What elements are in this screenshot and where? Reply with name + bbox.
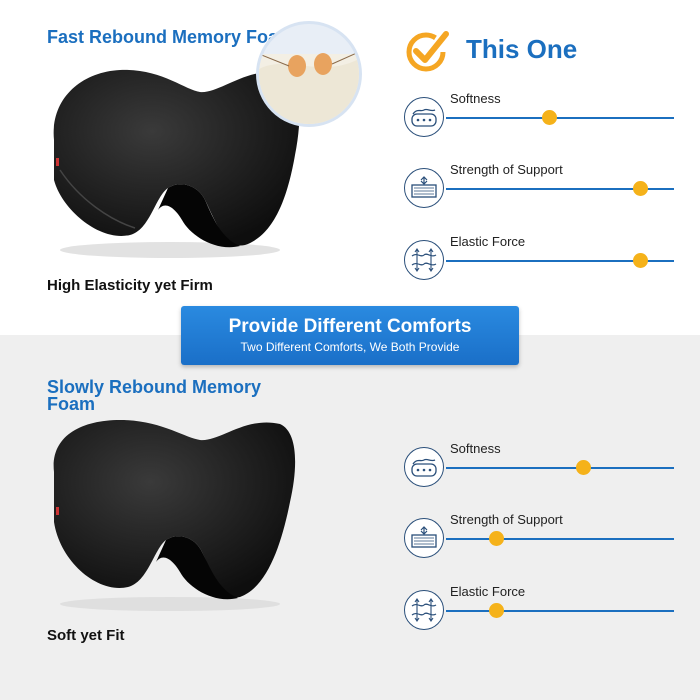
rating-label: Strength of Support (450, 512, 563, 527)
fast-foam-caption: High Elasticity yet Firm (47, 277, 213, 294)
slow-foam-title: Slowly Rebound Memory Foam (47, 377, 262, 414)
rating-label: Strength of Support (450, 162, 563, 177)
rating-row-softness: Softness (404, 441, 674, 491)
rating-label: Softness (450, 441, 501, 456)
rating-label: Elastic Force (450, 234, 526, 249)
rating-level-dot (632, 181, 648, 196)
rating-level-dot (575, 460, 591, 475)
egg-demo-image (256, 21, 362, 127)
rating-level-dot (489, 531, 505, 546)
rating-level-dot (541, 110, 557, 125)
slow-foam-cushion-image (53, 420, 296, 611)
rating-level-dot (489, 603, 505, 618)
foam-softness-icon (404, 97, 444, 137)
rating-row-elastic-force: Elastic Force (404, 584, 674, 634)
elastic-force-icon (404, 240, 444, 280)
rating-level-dot (632, 253, 648, 268)
support-strength-icon (404, 518, 444, 558)
comforts-banner: Provide Different Comforts Two Different… (181, 306, 519, 365)
rating-label: Elastic Force (450, 584, 526, 599)
rating-track (446, 188, 674, 190)
rating-track (446, 538, 674, 540)
rating-row-strength-of-support: Strength of Support (404, 162, 674, 212)
rating-row-elastic-force: Elastic Force (404, 234, 674, 284)
checkmark-badge-icon (406, 31, 449, 72)
rating-row-softness: Softness (404, 91, 674, 141)
slow-foam-caption: Soft yet Fit (47, 627, 125, 644)
this-one-heading: This One (466, 34, 578, 64)
elastic-force-icon (404, 590, 444, 630)
rating-track (446, 610, 674, 612)
foam-softness-icon (404, 447, 444, 487)
fast-foam-title: Fast Rebound Memory Foam (47, 27, 295, 47)
rating-track (446, 260, 674, 262)
banner-subtitle: Two Different Comforts, We Both Provide (240, 340, 460, 354)
rating-track (446, 467, 674, 469)
fast-foam-cushion-image (53, 69, 300, 258)
rating-row-strength-of-support: Strength of Support (404, 512, 674, 562)
rating-track (446, 117, 674, 119)
rating-label: Softness (450, 91, 501, 106)
banner-title: Provide Different Comforts (228, 316, 472, 337)
support-strength-icon (404, 168, 444, 208)
